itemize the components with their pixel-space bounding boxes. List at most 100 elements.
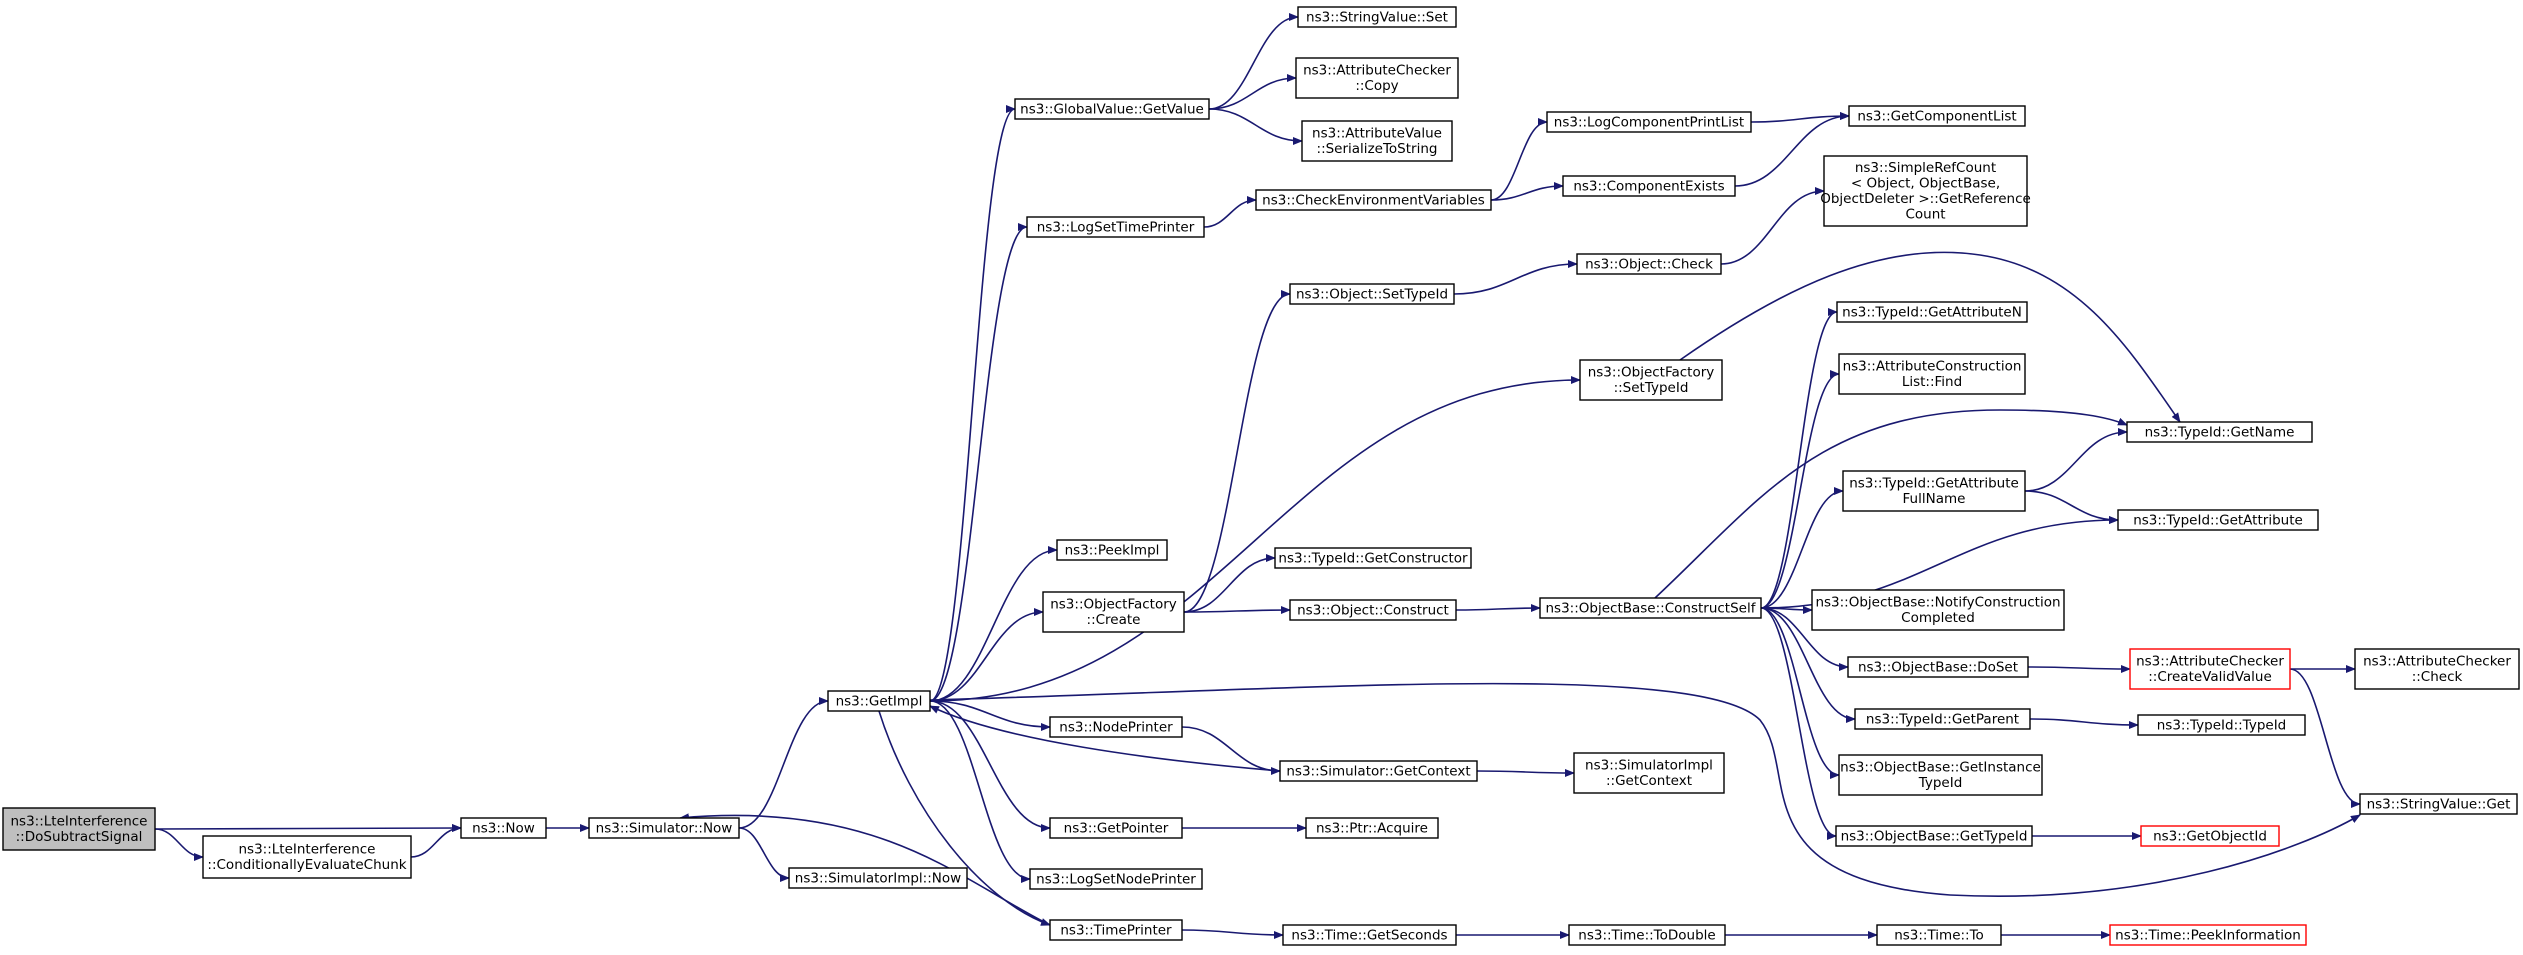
node-n25[interactable]: ns3::PeekImpl xyxy=(1056,539,1168,561)
node-label: ns3::TypeId::GetAttribute xyxy=(1849,476,2019,492)
node-n22[interactable]: ns3::TypeId::GetName xyxy=(2126,421,2313,443)
node-box xyxy=(1573,752,1725,794)
edge-n6-to-n11 xyxy=(929,223,1028,702)
node-label: ns3::TypeId::GetName xyxy=(2145,424,2295,440)
node-n32[interactable]: ns3::AttributeChecker::CreateValidValue xyxy=(2129,648,2291,690)
node-n28[interactable]: ns3::Object::Construct xyxy=(1289,599,1457,621)
node-label: ns3::TypeId::GetConstructor xyxy=(1278,550,1468,566)
node-label: ns3::TypeId::TypeId xyxy=(2157,717,2287,733)
node-label: ns3::AttributeChecker xyxy=(2363,654,2511,670)
edge-n46-to-n4 xyxy=(679,813,1051,926)
node-n36[interactable]: ns3::NodePrinter xyxy=(1049,716,1183,738)
node-box xyxy=(1848,105,2026,127)
node-n37[interactable]: ns3::Simulator::GetContext xyxy=(1279,760,1478,782)
node-n24[interactable]: ns3::TypeId::GetAttribute xyxy=(2117,509,2319,531)
node-label: ns3::Time::To xyxy=(1894,927,1984,943)
node-box xyxy=(2359,793,2518,815)
node-box xyxy=(1579,359,1723,401)
node-label: ns3::PeekImpl xyxy=(1065,542,1160,558)
node-n43[interactable]: ns3::GetPointer xyxy=(1049,817,1183,839)
node-box xyxy=(1042,591,1185,633)
node-n8[interactable]: ns3::StringValue::Set xyxy=(1297,6,1457,28)
node-box xyxy=(1854,708,2031,730)
node-n45[interactable]: ns3::LogSetNodePrinter xyxy=(1029,868,1203,890)
node-label: ns3::ObjectBase::GetInstance xyxy=(1840,760,2041,776)
node-n35[interactable]: ns3::TypeId::TypeId xyxy=(2137,714,2306,736)
node-label: ns3::Object::Construct xyxy=(1297,602,1449,618)
edge-n7-to-n10 xyxy=(1208,108,1303,145)
node-n5[interactable]: ns3::SimulatorImpl::Now xyxy=(788,867,968,889)
node-n7[interactable]: ns3::GlobalValue::GetValue xyxy=(1014,98,1210,120)
node-n30[interactable]: ns3::ObjectBase::NotifyConstructionCompl… xyxy=(1811,589,2065,631)
node-n49[interactable]: ns3::Time::To xyxy=(1876,924,2002,946)
node-n2[interactable]: ns3::LteInterference::ConditionallyEvalu… xyxy=(202,835,412,879)
node-box xyxy=(1049,919,1183,941)
node-label: ns3::NodePrinter xyxy=(1059,719,1173,735)
node-label: ns3::ObjectBase::DoSet xyxy=(1858,659,2018,675)
node-n41[interactable]: ns3::ObjectBase::GetTypeId xyxy=(1835,825,2033,847)
node-n11[interactable]: ns3::LogSetTimePrinter xyxy=(1026,216,1205,238)
node-n16[interactable]: ns3::Object::SetTypeId xyxy=(1289,283,1455,305)
edge-n37-to-n38 xyxy=(1476,768,1575,777)
node-label: ns3::SimulatorImpl xyxy=(1585,758,1713,774)
node-n20[interactable]: ns3::TypeId::GetAttributeN xyxy=(1836,301,2028,323)
node-n46[interactable]: ns3::TimePrinter xyxy=(1049,919,1183,941)
node-label: List::Find xyxy=(1902,374,1962,390)
node-box xyxy=(588,817,740,839)
node-label: ns3::ComponentExists xyxy=(1573,178,1724,194)
node-layer: ns3::LteInterference::DoSubtractSignalns… xyxy=(2,6,2520,946)
edge-n2-to-n3 xyxy=(410,824,462,858)
node-n42[interactable]: ns3::GetObjectId xyxy=(2140,825,2280,847)
node-label: ns3::Object::Check xyxy=(1585,256,1713,272)
node-n40[interactable]: ns3::StringValue::Get xyxy=(2359,793,2518,815)
node-box xyxy=(1838,754,2043,796)
node-n15[interactable]: ns3::ComponentExists xyxy=(1562,175,1736,197)
node-n29[interactable]: ns3::ObjectBase::ConstructSelf xyxy=(1539,597,1762,619)
node-n10[interactable]: ns3::AttributeValue::SerializeToString xyxy=(1301,120,1453,162)
node-label: ns3::LteInterference xyxy=(239,842,376,858)
node-n34[interactable]: ns3::TypeId::GetParent xyxy=(1854,708,2031,730)
node-n12[interactable]: ns3::CheckEnvironmentVariables xyxy=(1255,189,1492,211)
node-label: ns3::TypeId::GetAttribute xyxy=(2133,512,2303,528)
node-n48[interactable]: ns3::Time::ToDouble xyxy=(1568,924,1726,946)
node-label: ns3::Simulator::Now xyxy=(596,820,733,836)
edge-n29-to-n20 xyxy=(1760,308,1838,609)
node-n18[interactable]: ns3::SimpleRefCount< Object, ObjectBase,… xyxy=(1820,155,2031,227)
node-n47[interactable]: ns3::Time::GetSeconds xyxy=(1282,924,1457,946)
node-n44[interactable]: ns3::Ptr::Acquire xyxy=(1305,817,1439,839)
node-n6[interactable]: ns3::GetImpl xyxy=(827,690,931,712)
node-n50[interactable]: ns3::Time::PeekInformation xyxy=(2109,924,2307,946)
node-n19[interactable]: ns3::ObjectFactory::SetTypeId xyxy=(1579,359,1723,401)
node-n14[interactable]: ns3::GetComponentList xyxy=(1848,105,2026,127)
node-box xyxy=(1838,353,2026,395)
node-box xyxy=(1056,539,1168,561)
node-n33[interactable]: ns3::AttributeChecker::Check xyxy=(2354,648,2520,690)
edge-n32-to-n40 xyxy=(2289,668,2361,808)
node-box xyxy=(1255,189,1492,211)
node-n13[interactable]: ns3::LogComponentPrintList xyxy=(1546,111,1752,133)
edge-n4-to-n5 xyxy=(738,827,790,882)
edge-n6-to-n25 xyxy=(929,546,1058,702)
node-n3[interactable]: ns3::Now xyxy=(460,817,547,839)
node-n27[interactable]: ns3::TypeId::GetConstructor xyxy=(1274,547,1472,569)
node-n1[interactable]: ns3::LteInterference::DoSubtractSignal xyxy=(2,807,156,851)
node-label: ns3::TimePrinter xyxy=(1060,922,1172,938)
edge-n6-to-n26 xyxy=(929,608,1044,702)
node-label: ns3::SimulatorImpl::Now xyxy=(795,870,961,886)
node-n4[interactable]: ns3::Simulator::Now xyxy=(588,817,740,839)
node-box xyxy=(1823,155,2028,227)
node-n26[interactable]: ns3::ObjectFactory::Create xyxy=(1042,591,1185,633)
node-label: ::ConditionallyEvaluateChunk xyxy=(207,857,406,873)
node-label: ns3::ObjectBase::ConstructSelf xyxy=(1546,600,1757,616)
node-n9[interactable]: ns3::AttributeChecker::Copy xyxy=(1295,57,1459,99)
edge-n12-to-n13 xyxy=(1490,118,1548,201)
node-n17[interactable]: ns3::Object::Check xyxy=(1576,253,1722,275)
node-box xyxy=(1546,111,1752,133)
node-n31[interactable]: ns3::ObjectBase::DoSet xyxy=(1847,656,2029,678)
node-n38[interactable]: ns3::SimulatorImpl::GetContext xyxy=(1573,752,1725,794)
edge-n7-to-n9 xyxy=(1208,74,1297,110)
